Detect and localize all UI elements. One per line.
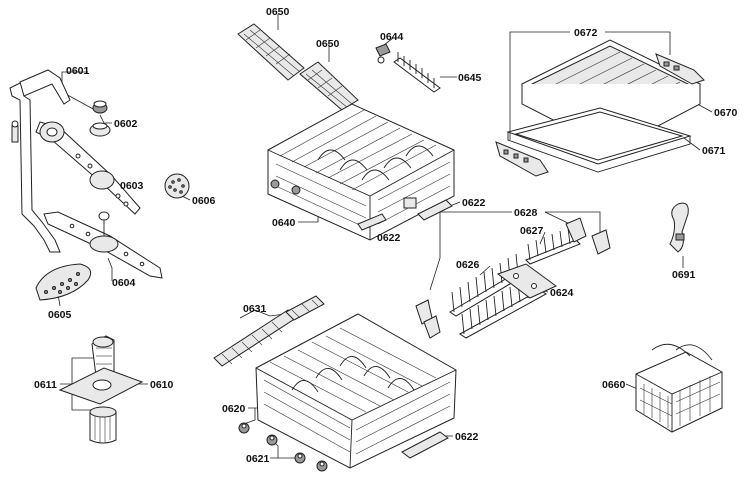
spray-head <box>164 173 190 199</box>
tray-end-cap <box>495 141 549 177</box>
rack-support-brackets <box>415 217 611 339</box>
label-0602: 0602 <box>114 118 138 130</box>
rack-adjuster-hook <box>669 202 689 253</box>
label-0640: 0640 <box>272 217 296 229</box>
rack-handle-right <box>417 199 453 221</box>
lower-basket <box>255 313 457 469</box>
label-0670: 0670 <box>714 107 738 119</box>
label-0622-lower: 0622 <box>455 431 479 443</box>
label-0606: 0606 <box>192 195 216 207</box>
cup-shelf-tines <box>393 52 441 93</box>
spray-arm-nut <box>89 100 111 137</box>
basket-wheels <box>238 422 328 472</box>
rack-slide-plate <box>496 263 557 299</box>
part-labels: 0601 0602 0603 0604 0605 0606 0610 0611 … <box>34 6 738 465</box>
label-0691: 0691 <box>672 269 696 281</box>
label-0610: 0610 <box>150 379 174 391</box>
filter-assembly <box>58 335 144 444</box>
upper-spray-arm <box>35 121 141 215</box>
label-0622-right: 0622 <box>462 197 486 209</box>
spray-arm-supply-pipe <box>9 69 71 253</box>
filter-cover <box>35 263 92 301</box>
cutlery-basket <box>635 343 723 433</box>
label-0660: 0660 <box>602 379 626 391</box>
lower-rack-tines <box>213 295 325 367</box>
label-0672: 0672 <box>574 27 598 39</box>
label-0628: 0628 <box>514 207 538 219</box>
label-0627: 0627 <box>520 225 544 237</box>
tray-bracket <box>655 53 705 85</box>
label-0620: 0620 <box>222 403 246 415</box>
label-0624: 0624 <box>550 287 574 299</box>
label-0631: 0631 <box>243 303 267 315</box>
rack-clip <box>375 43 391 64</box>
label-0644: 0644 <box>380 31 404 43</box>
label-0671: 0671 <box>702 145 726 157</box>
lower-rack-handle <box>401 431 449 459</box>
lower-spray-arm <box>43 211 163 279</box>
label-0650-right: 0650 <box>316 38 340 50</box>
tray-rail <box>506 107 692 173</box>
label-0626: 0626 <box>456 259 480 271</box>
folding-tines-top <box>237 23 359 111</box>
label-0621: 0621 <box>246 453 270 465</box>
label-0601: 0601 <box>66 65 90 77</box>
label-0645: 0645 <box>458 72 482 84</box>
label-0605: 0605 <box>48 309 72 321</box>
upper-basket <box>267 103 455 241</box>
rack-handle-mid <box>357 213 387 231</box>
label-0650-top: 0650 <box>266 6 290 18</box>
label-0611: 0611 <box>34 379 57 391</box>
label-0622-middle: 0622 <box>377 232 401 244</box>
label-0604: 0604 <box>112 277 136 289</box>
label-0603: 0603 <box>120 180 144 192</box>
